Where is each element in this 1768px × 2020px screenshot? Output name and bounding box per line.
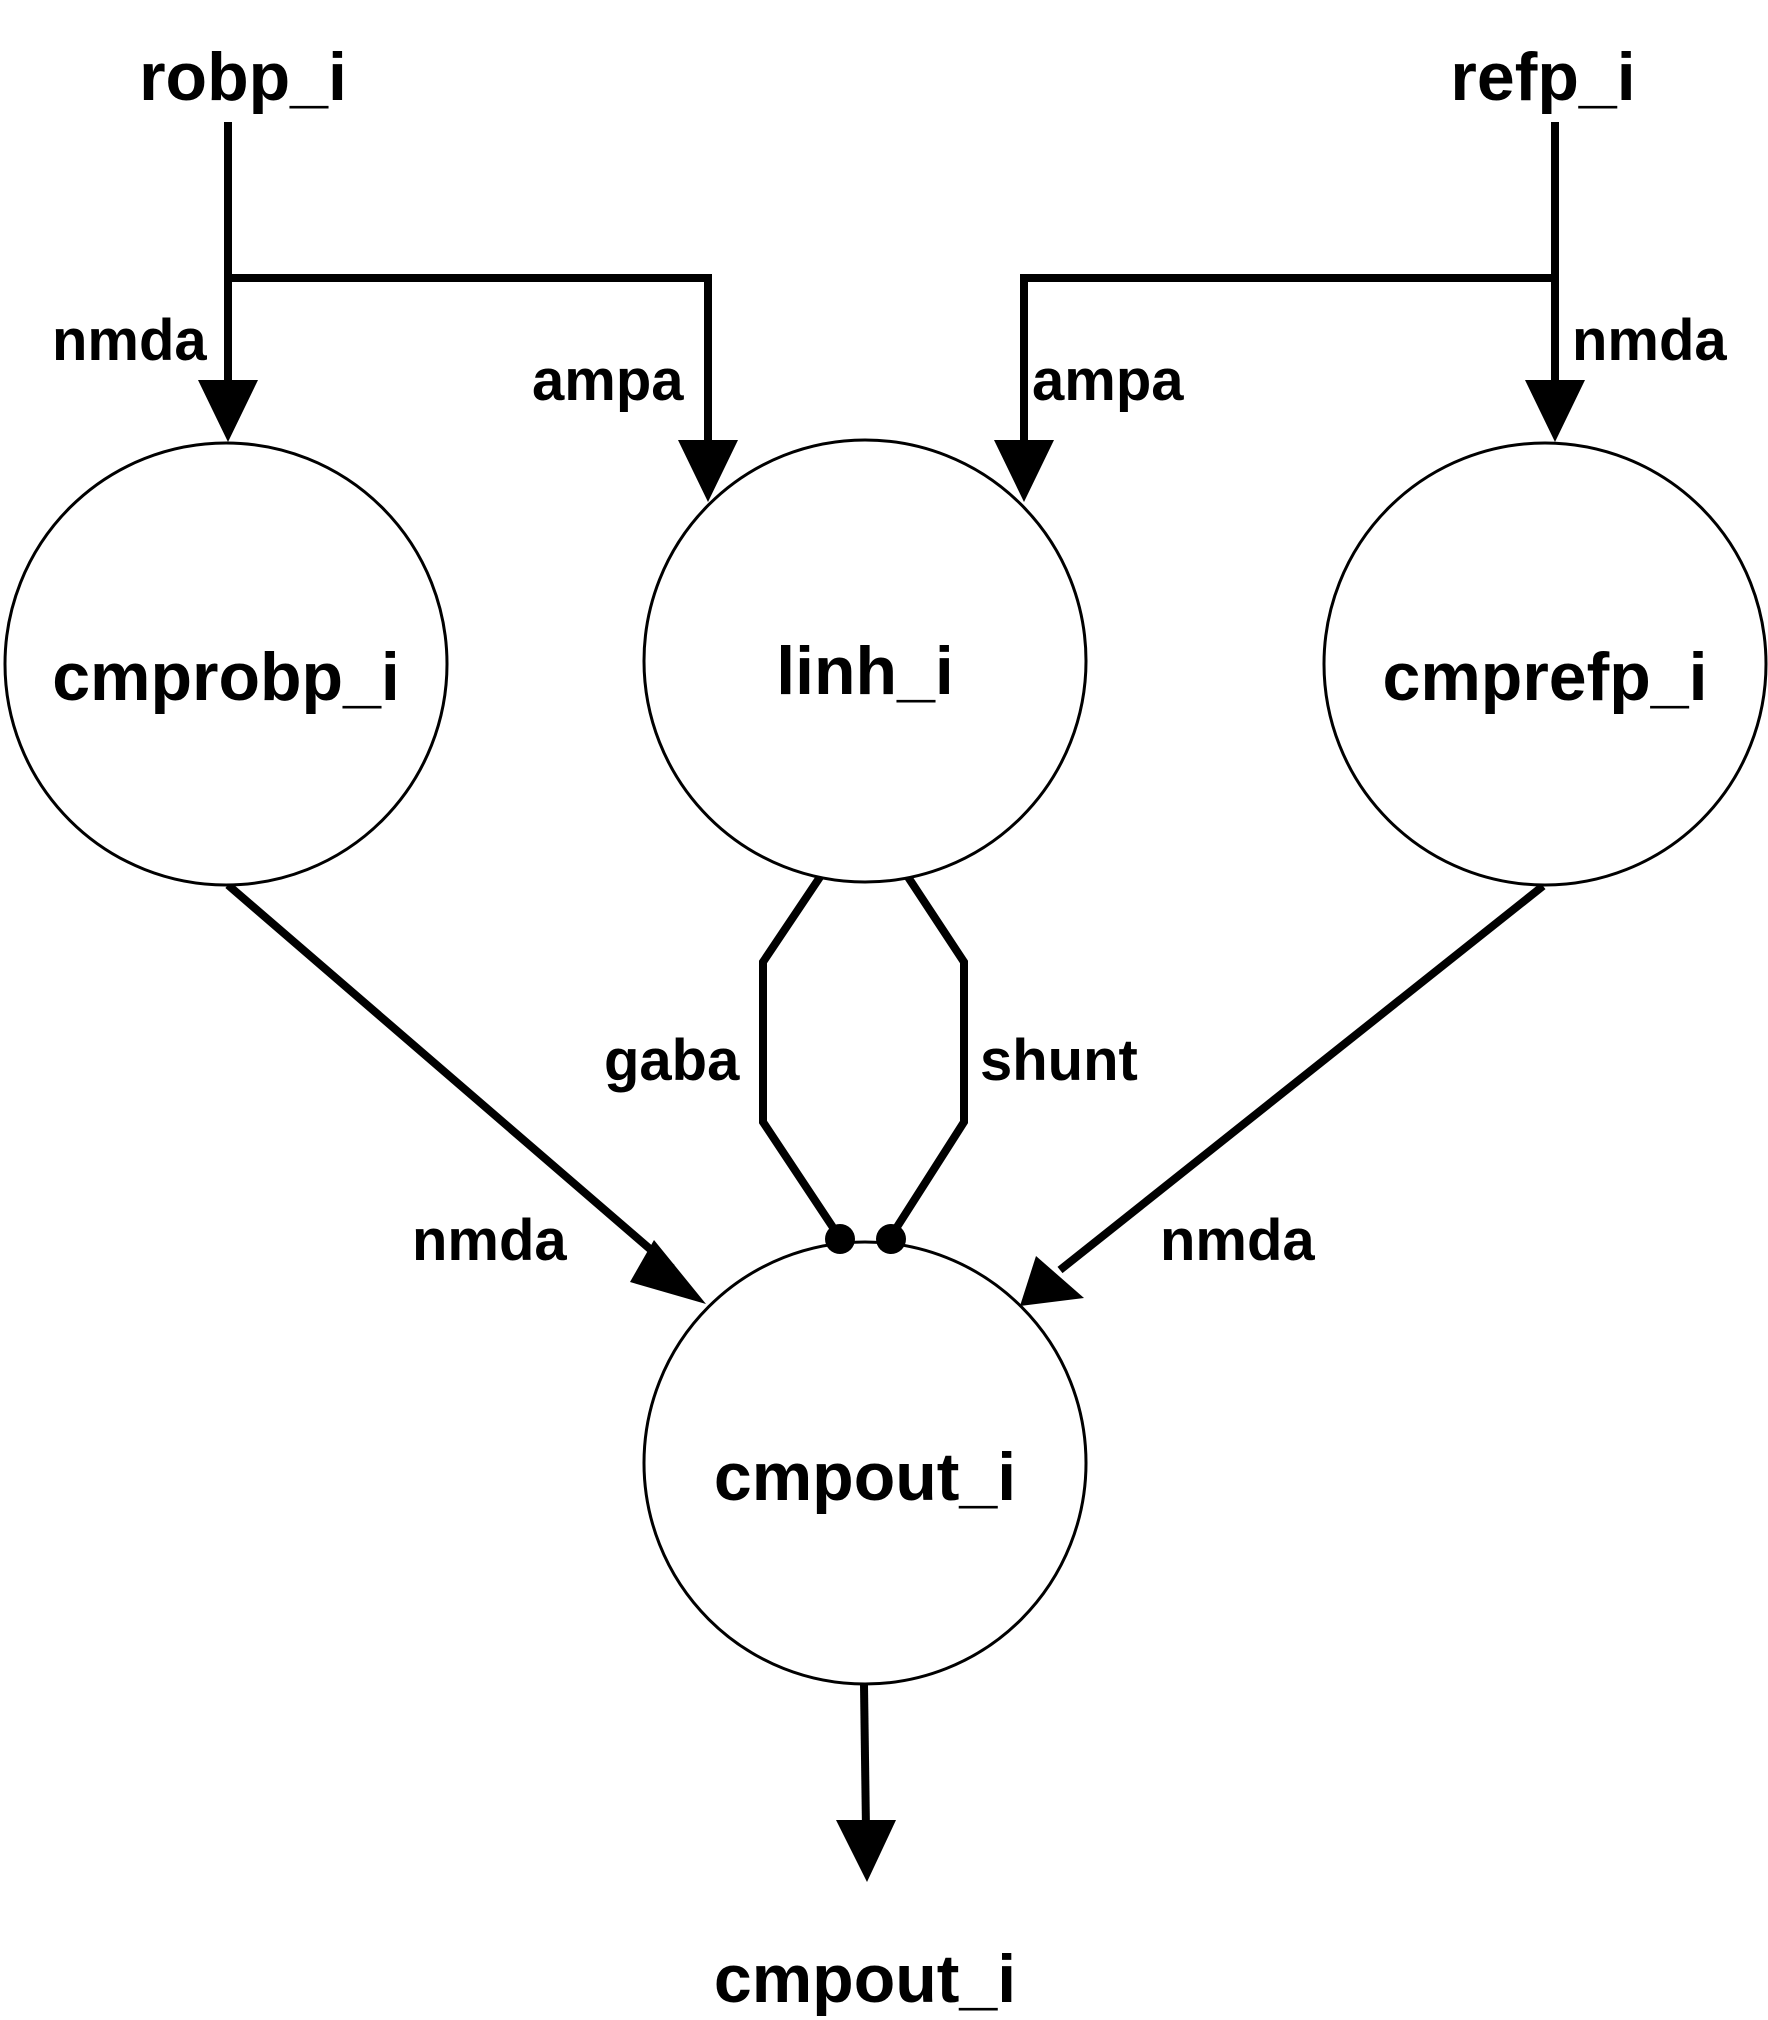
node-linh-label: linh_i [776, 633, 954, 709]
edge-label-refp-nmda: nmda [1572, 308, 1727, 373]
node-cmpout-label: cmpout_i [714, 1439, 1016, 1515]
node-cmprefp-circle [1322, 441, 1768, 887]
edge-linh-gaba [759, 874, 844, 1241]
synapse-dot-shunt [876, 1224, 906, 1254]
edge-label-gaba: gaba [604, 1028, 740, 1093]
arrowhead-cmprefp [1525, 380, 1585, 442]
edge-label-cmprefp-nmda: nmda [1160, 1208, 1315, 1273]
arrowhead-cmprobp [198, 380, 258, 442]
edge-label-robp-nmda: nmda [52, 308, 207, 373]
edge-refp-to-linh [1020, 274, 1555, 452]
edge-label-shunt: shunt [980, 1028, 1138, 1093]
arrowhead-linh-right [994, 440, 1054, 502]
arrowhead-output [836, 1820, 896, 1882]
input-label-refp: refp_i [1450, 39, 1635, 115]
input-label-robp: robp_i [139, 39, 347, 115]
arrowhead-linh-left [678, 440, 738, 502]
node-cmprefp-label: cmprefp_i [1383, 639, 1708, 715]
node-linh-circle [642, 438, 1088, 884]
edge-linh-shunt [886, 874, 968, 1241]
edge-robp-to-linh [228, 274, 712, 452]
edge-cmprefp-to-cmpout [1057, 882, 1546, 1274]
arrowhead-cmpout-left [630, 1240, 706, 1304]
edge-label-robp-ampa: ampa [532, 348, 684, 413]
edge-cmpout-to-output [860, 1684, 870, 1831]
edge-label-refp-ampa: ampa [1032, 348, 1184, 413]
output-label: cmpout_i [714, 1941, 1016, 2017]
node-cmpout-circle [642, 1240, 1088, 1686]
edge-label-cmprobp-nmda: nmda [412, 1208, 567, 1273]
node-cmprobp-circle [3, 441, 449, 887]
node-cmprobp-label: cmprobp_i [52, 639, 400, 715]
edge-cmprobp-to-cmpout [225, 881, 675, 1272]
arrowhead-cmpout-right [1020, 1256, 1084, 1306]
synapse-dot-gaba [825, 1224, 855, 1254]
